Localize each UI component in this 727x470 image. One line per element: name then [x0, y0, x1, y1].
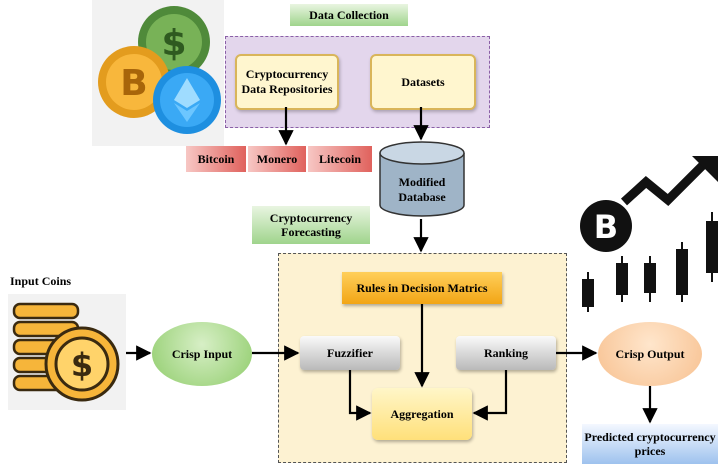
- rules-label: Rules in Decision Matrics: [356, 280, 488, 295]
- bitcoin-icon: B: [580, 200, 632, 252]
- candlestick-icon: [582, 212, 718, 312]
- ranking-label: Ranking: [483, 345, 529, 360]
- aggregation-label: Aggregation: [390, 406, 454, 421]
- crisp-input-label: Crisp Input: [171, 346, 233, 361]
- crisp-output-node: Crisp Output: [598, 322, 702, 386]
- crypto-coins-illustration: $ B: [92, 0, 224, 146]
- crisp-output-label: Crisp Output: [615, 346, 685, 361]
- crisp-input-node: Crisp Input: [152, 322, 252, 386]
- datasets-box: Datasets: [370, 54, 476, 110]
- coin-tag-monero: Monero: [248, 146, 306, 172]
- svg-text:B: B: [594, 208, 618, 246]
- rules-box: Rules in Decision Matrics: [342, 272, 502, 304]
- svg-text:B: B: [120, 63, 147, 104]
- coin-stack-icon: $: [12, 302, 120, 402]
- ranking-box: Ranking: [456, 336, 556, 370]
- modified-database: Modified Database: [378, 141, 466, 219]
- ethereum-coin-icon: [153, 66, 221, 134]
- svg-text:$: $: [161, 23, 186, 64]
- database-label: Modified Database: [398, 175, 446, 204]
- coin-tag-bitcoin: Bitcoin: [186, 146, 246, 172]
- aggregation-box: Aggregation: [372, 388, 472, 440]
- coin-tag-label: Monero: [256, 151, 298, 166]
- fuzzifier-label: Fuzzifier: [327, 345, 373, 360]
- repositories-label: Cryptocurrency Data Repositories: [241, 67, 333, 96]
- svg-text:$: $: [71, 346, 93, 384]
- bitcoin-coin-icon: B: [98, 46, 170, 118]
- predicted-prices-label: Predicted cryptocurrency prices: [584, 430, 716, 458]
- coin-stack-illustration: $: [8, 294, 126, 410]
- repositories-box: Cryptocurrency Data Repositories: [235, 54, 339, 110]
- coin-tag-label: Bitcoin: [197, 151, 235, 166]
- fuzzifier-box: Fuzzifier: [300, 336, 400, 370]
- forecasting-header: Cryptocurrency Forecasting: [252, 206, 370, 244]
- forecasting-title: Cryptocurrency Forecasting: [269, 211, 353, 239]
- data-collection-header: Data Collection: [290, 4, 408, 26]
- predicted-prices-box: Predicted cryptocurrency prices: [582, 424, 718, 464]
- data-collection-title: Data Collection: [309, 8, 389, 22]
- input-coins-label: Input Coins: [10, 274, 72, 288]
- coin-tag-label: Litecoin: [319, 151, 361, 166]
- coin-tags: Bitcoin Monero Litecoin: [186, 146, 372, 172]
- coin-tag-litecoin: Litecoin: [308, 146, 372, 172]
- datasets-label: Datasets: [401, 74, 445, 89]
- crypto-chart-illustration: B: [572, 152, 722, 322]
- trend-arrow-icon: [620, 156, 718, 207]
